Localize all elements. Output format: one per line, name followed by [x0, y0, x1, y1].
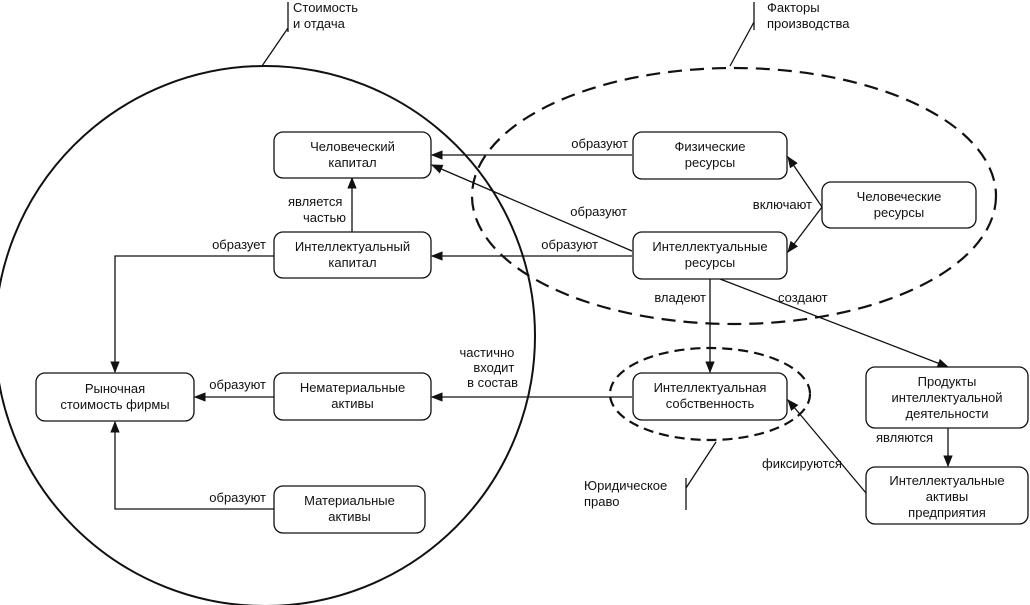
- label-physical-form: образуют: [571, 136, 628, 151]
- svg-text:ресурсы: ресурсы: [685, 255, 735, 270]
- label-intangible-form-value: образуют: [209, 377, 266, 392]
- svg-text:Физические: Физические: [674, 139, 745, 154]
- svg-text:капитал: капитал: [328, 255, 376, 270]
- node-human-resources: Человеческие ресурсы: [821, 181, 977, 229]
- value-region-circle: [0, 65, 536, 605]
- svg-text:стоимость фирмы: стоимость фирмы: [60, 397, 169, 412]
- svg-text:ресурсы: ресурсы: [874, 205, 924, 220]
- label-includes: включают: [753, 197, 812, 212]
- factors-region-ellipse: [470, 66, 998, 326]
- value-region-label: Стоимость и отдача: [293, 0, 362, 31]
- label-intellectual-resources-form-capital: образуют: [541, 237, 598, 252]
- edge-intellectual-resources-to-human-capital: [430, 164, 633, 252]
- svg-text:Человеческие: Человеческие: [857, 189, 942, 204]
- svg-text:собственность: собственность: [666, 396, 755, 411]
- label-create: создают: [778, 290, 828, 305]
- node-intellectual-capital: Интеллектуальный капитал: [273, 231, 432, 279]
- edge-intellectual-capital-to-market-value: [110, 255, 274, 374]
- svg-text:активы: активы: [328, 509, 371, 524]
- label-fixed: фиксируются: [762, 456, 842, 471]
- svg-text:Материальные: Материальные: [304, 493, 395, 508]
- svg-text:деятельности: деятельности: [906, 406, 989, 421]
- label-material-form-value: образуют: [209, 490, 266, 505]
- label-own: владеют: [654, 290, 706, 305]
- svg-text:Рыночная: Рыночная: [85, 381, 145, 396]
- svg-text:Человеческий: Человеческий: [310, 139, 395, 154]
- edge-material-to-market-value: [110, 420, 274, 510]
- label-partially-included: частично входит в состав: [459, 345, 518, 390]
- edge-enterprise-assets-to-property: [787, 399, 867, 494]
- node-enterprise-intellectual-assets: Интеллектуальные активы предприятия: [865, 466, 1029, 525]
- value-region-leader: [261, 27, 289, 67]
- node-human-capital: Человеческий капитал: [273, 131, 432, 179]
- svg-text:активы: активы: [926, 489, 969, 504]
- edge-human-resources-to-physical: [787, 156, 823, 208]
- label-intellectual-resources-form-human: образуют: [570, 204, 627, 219]
- svg-text:Нематериальные: Нематериальные: [300, 380, 405, 395]
- svg-text:Интеллектуальный: Интеллектуальный: [295, 239, 410, 254]
- svg-text:Интеллектуальные: Интеллектуальные: [652, 239, 767, 254]
- svg-text:активы: активы: [331, 396, 374, 411]
- edge-intellectual-resources-to-products: [719, 278, 950, 368]
- node-material-assets: Материальные активы: [273, 485, 426, 534]
- edge-human-resources-to-intellectual: [787, 206, 823, 253]
- node-intellectual-products: Продукты интеллектуальной деятельности: [865, 366, 1029, 429]
- svg-text:ресурсы: ресурсы: [685, 155, 735, 170]
- law-region-label: Юридическое право: [584, 478, 671, 509]
- svg-text:предприятия: предприятия: [908, 505, 986, 520]
- svg-text:Интеллектуальная: Интеллектуальная: [654, 380, 767, 395]
- label-capital-forms-value: образует: [212, 237, 266, 252]
- law-region-leader: [685, 441, 717, 489]
- factors-region-label: Факторы производства: [767, 0, 850, 31]
- node-physical-resources: Физические ресурсы: [632, 131, 788, 180]
- svg-text:капитал: капитал: [328, 155, 376, 170]
- svg-text:интеллектуальной: интеллектуальной: [892, 390, 1003, 405]
- node-intellectual-property: Интеллектуальная собственность: [632, 372, 788, 421]
- svg-text:Интеллектуальные: Интеллектуальные: [889, 473, 1004, 488]
- node-market-value: Рыночная стоимость фирмы: [35, 372, 195, 422]
- node-intangible-assets: Нематериальные активы: [273, 372, 432, 421]
- factors-region-leader: [729, 21, 755, 67]
- label-are: являются: [876, 430, 933, 445]
- node-intellectual-resources: Интеллектуальные ресурсы: [632, 231, 788, 280]
- label-is-part-of: является частью: [288, 194, 346, 225]
- svg-text:Продукты: Продукты: [918, 374, 977, 389]
